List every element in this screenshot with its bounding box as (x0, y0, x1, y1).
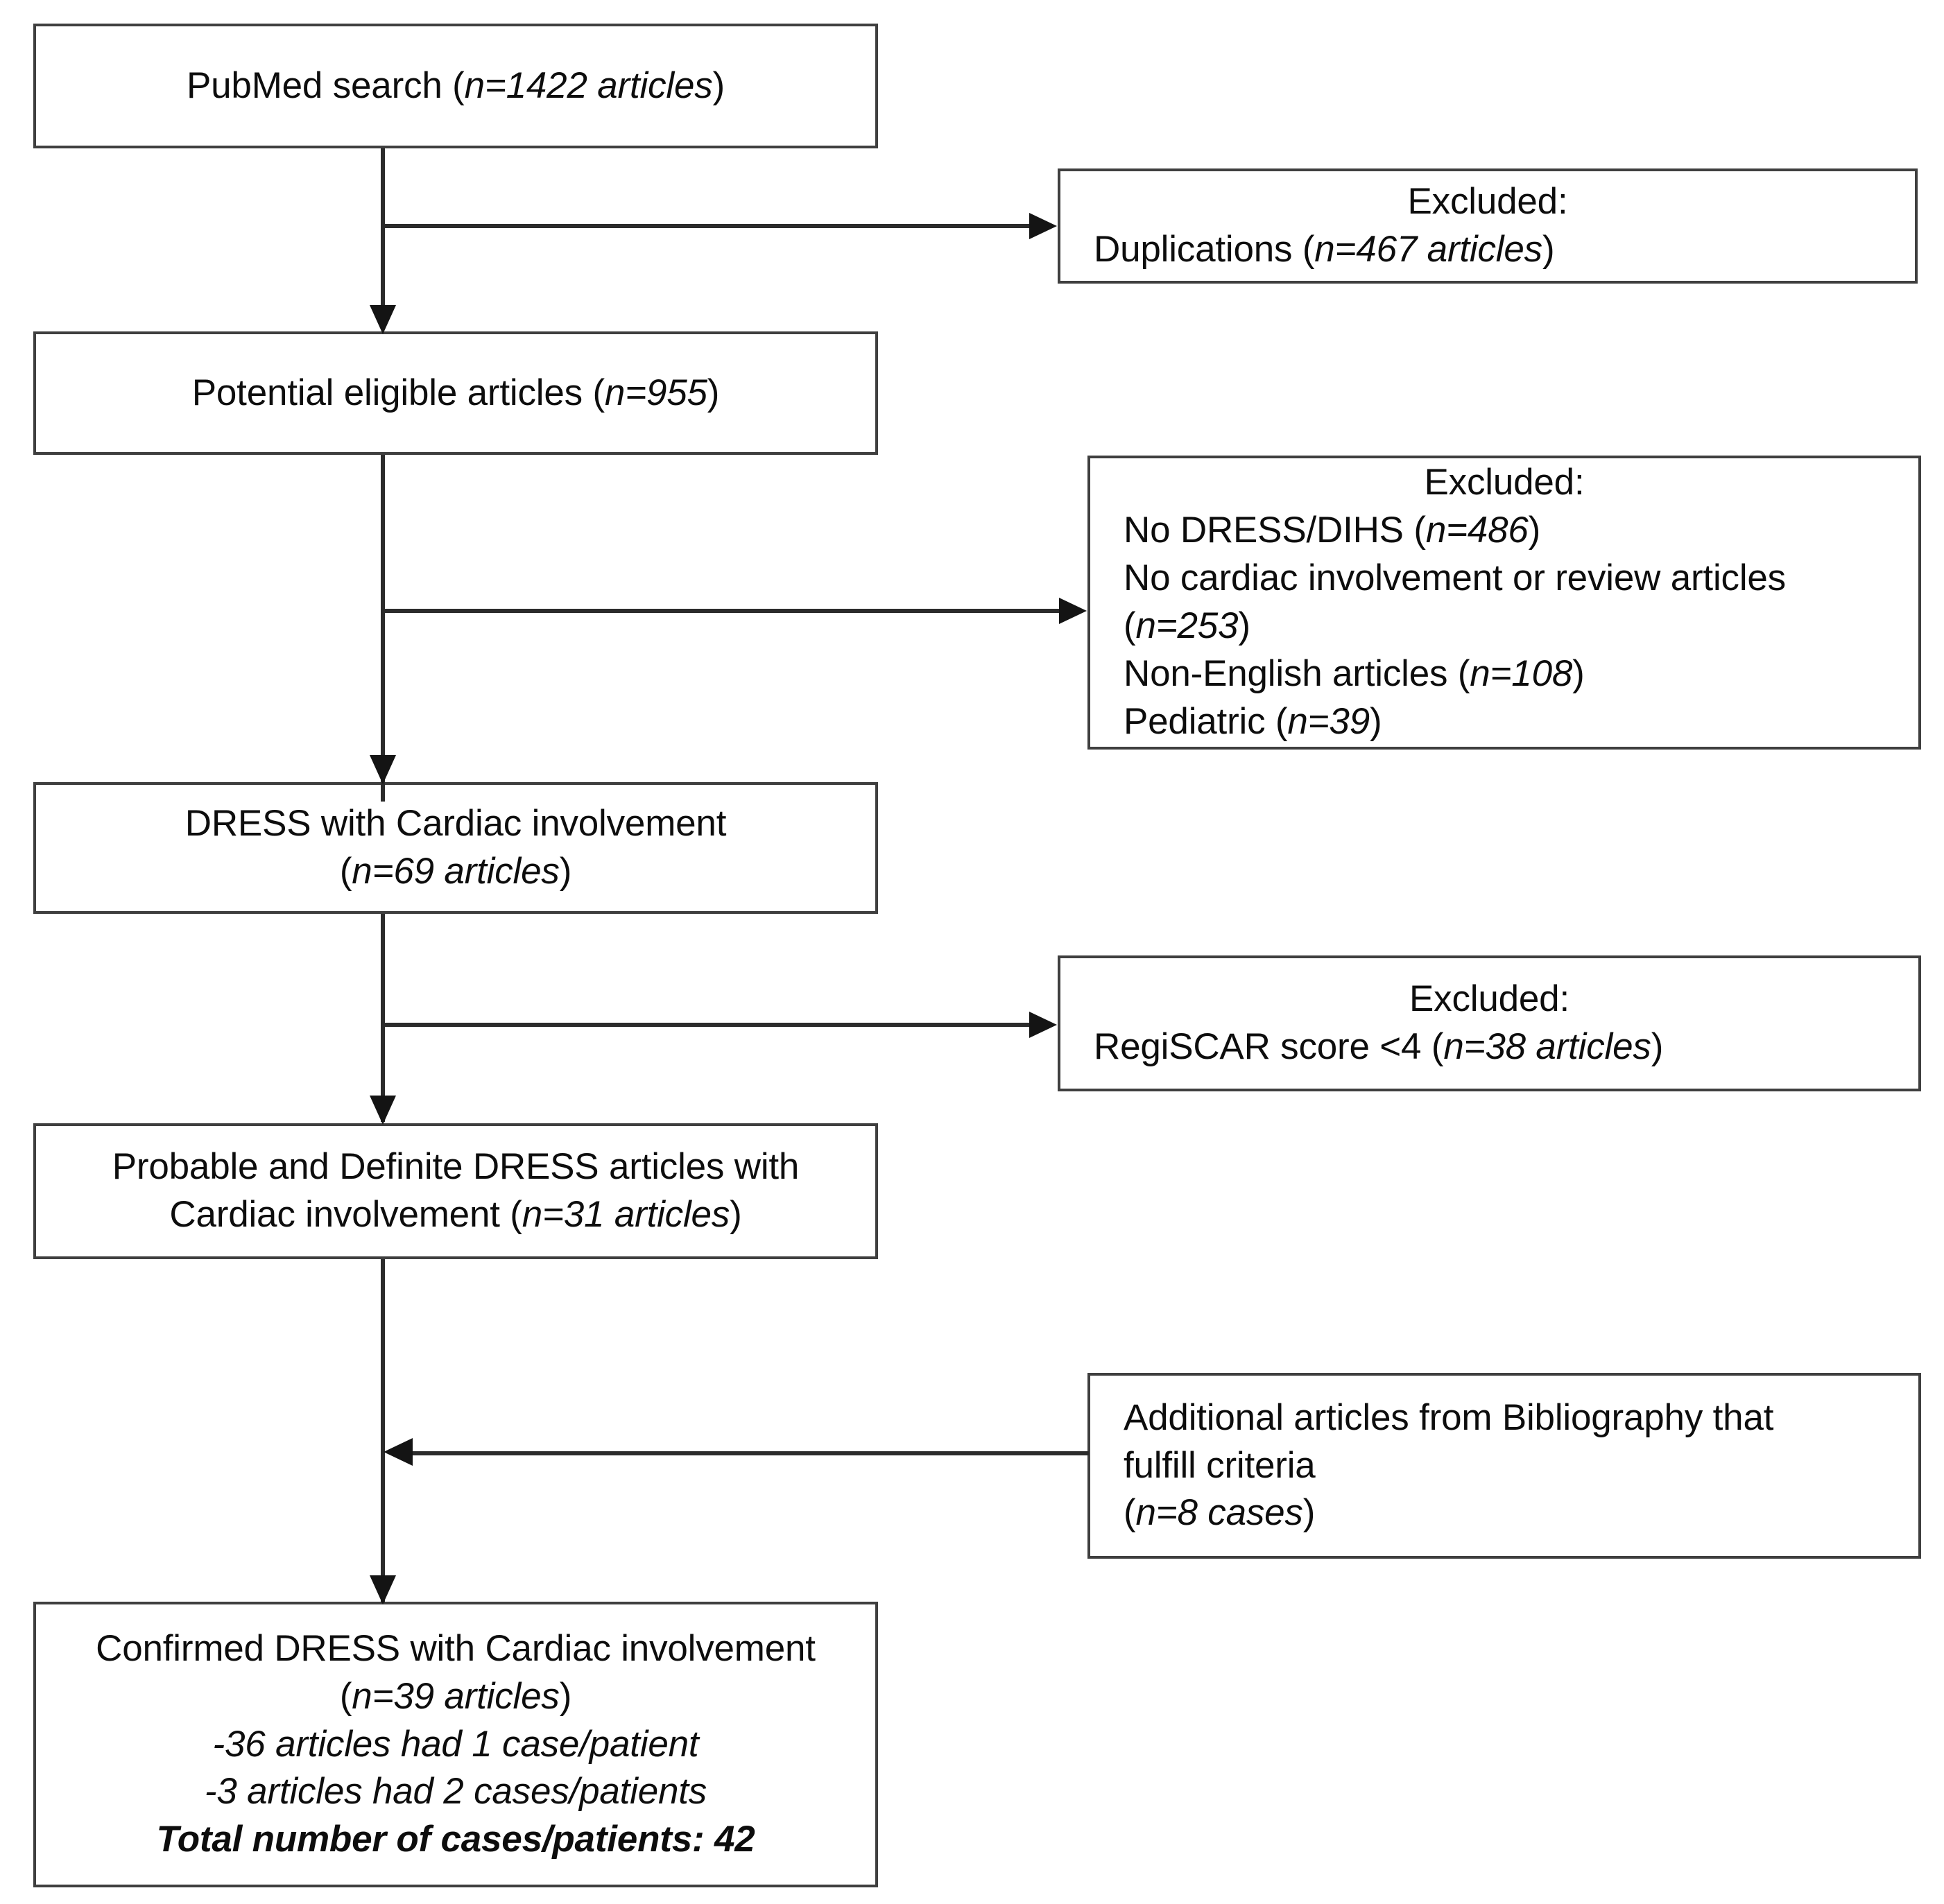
excluded-duplications-heading: Excluded: (1407, 181, 1568, 223)
node-excluded-criteria[interactable]: Excluded: No DRESS/DIHS (n=486) No cardi… (1087, 456, 1921, 750)
node-dress-cardiac-line-1: DRESS with Cardiac involvement (184, 803, 727, 845)
connector-pubmed-to-duplications (381, 224, 1029, 228)
excluded-criteria-line-2: No cardiac involvement or review article… (1124, 557, 1786, 599)
arrowhead-left-to-confirmed (384, 1438, 413, 1466)
node-pubmed-search-line-1: PubMed search (n=1422 articles) (187, 64, 725, 106)
excluded-criteria-line-5: Pediatric (n=39) (1124, 700, 1382, 742)
node-excluded-duplications[interactable]: Excluded: Duplications (n=467 articles) (1058, 168, 1918, 284)
additional-bibliography-line-2: fulfill criteria (1124, 1444, 1316, 1486)
excluded-criteria-line-1: No DRESS/DIHS (n=486) (1124, 510, 1541, 551)
node-potential-eligible-line-1: Potential eligible articles (n=955) (191, 372, 720, 413)
arrowhead-right-to-excluded-criteria (1059, 598, 1087, 624)
node-potential-eligible[interactable]: Potential eligible articles (n=955) (33, 331, 878, 455)
connector-dress-to-probable (381, 914, 385, 1122)
excluded-regiscar-heading: Excluded: (1409, 978, 1569, 1020)
arrowhead-down-to-probable (370, 1096, 396, 1125)
node-confirmed-line-2: (n=39 articles) (339, 1675, 572, 1717)
additional-bibliography-line-3: (n=8 cases) (1124, 1492, 1316, 1534)
node-pubmed-search[interactable]: PubMed search (n=1422 articles) (33, 24, 878, 148)
excluded-criteria-line-3: (n=253) (1124, 605, 1250, 646)
additional-bibliography-line-1: Additional articles from Bibliography th… (1124, 1396, 1774, 1438)
node-confirmed-line-4: -3 articles had 2 cases/patients (204, 1771, 707, 1812)
node-dress-cardiac-line-2: (n=69 articles) (339, 851, 572, 892)
connector-pubmed-to-eligible (381, 148, 385, 323)
connector-bibliography-to-confirmed (413, 1451, 1089, 1455)
node-additional-bibliography[interactable]: Additional articles from Bibliography th… (1087, 1373, 1921, 1559)
node-probable-definite-line-2: Cardiac involvement (n=31 articles) (169, 1194, 742, 1235)
connector-probable-to-confirmed (381, 1259, 385, 1603)
excluded-regiscar-line-1: RegiSCAR score <4 (n=38 articles) (1094, 1026, 1664, 1067)
node-confirmed-line-5: Total number of cases/patients: 42 (156, 1819, 755, 1860)
node-excluded-regiscar[interactable]: Excluded: RegiSCAR score <4 (n=38 articl… (1058, 955, 1921, 1091)
excluded-criteria-heading: Excluded: (1424, 462, 1585, 503)
excluded-duplications-line-1: Duplications (n=467 articles) (1094, 229, 1555, 270)
arrowhead-right-to-regiscar (1029, 1012, 1057, 1038)
excluded-criteria-line-4: Non-English articles (n=108) (1124, 652, 1585, 694)
node-dress-cardiac[interactable]: DRESS with Cardiac involvement (n=69 art… (33, 782, 878, 914)
connector-eligible-to-dress (381, 455, 385, 802)
connector-eligible-to-excluded-criteria (381, 609, 1059, 613)
node-confirmed-line-1: Confirmed DRESS with Cardiac involvement (96, 1627, 816, 1669)
node-confirmed-line-3: -36 articles had 1 case/patient (212, 1723, 699, 1765)
connector-dress-to-regiscar (381, 1023, 1029, 1027)
arrowhead-right-to-duplications (1029, 213, 1057, 239)
arrowhead-down-to-dress (370, 755, 396, 784)
node-probable-definite[interactable]: Probable and Definite DRESS articles wit… (33, 1123, 878, 1259)
arrowhead-down-to-confirmed (370, 1575, 396, 1604)
arrowhead-down-to-eligible (370, 305, 396, 334)
node-probable-definite-line-1: Probable and Definite DRESS articles wit… (112, 1146, 800, 1188)
node-confirmed[interactable]: Confirmed DRESS with Cardiac involvement… (33, 1602, 878, 1887)
